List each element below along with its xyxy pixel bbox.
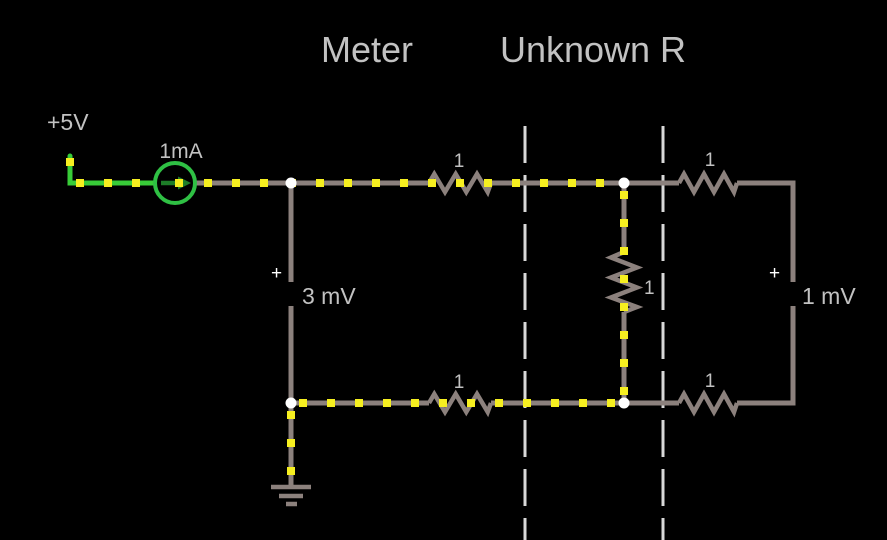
node-top-left[interactable] (285, 177, 297, 189)
resistor-bottom-meter[interactable] (427, 389, 494, 418)
title-meter: Meter (321, 29, 413, 70)
current-source[interactable] (153, 161, 197, 205)
label-resistor-top-unknown: 1 (705, 150, 716, 171)
node-top-middle[interactable] (618, 177, 630, 189)
label-resistor-bottom-unknown: 1 (705, 371, 716, 392)
node-bottom-middle[interactable] (618, 397, 630, 409)
label-supply-voltage: +5V (47, 109, 89, 135)
current-dot-source-tip (175, 179, 183, 187)
plus-sign-unknown: + (769, 263, 780, 284)
label-unknown-voltage: 1 mV (802, 283, 856, 309)
current-dot-supply-post (66, 158, 74, 166)
title-unknown-r: Unknown R (500, 29, 686, 70)
ground-symbol[interactable] (271, 484, 311, 507)
label-resistor-top-meter: 1 (454, 151, 465, 172)
wire-top-rail-right-corner[interactable] (737, 180, 796, 282)
resistor-bottom-unknown[interactable] (677, 389, 740, 418)
label-resistor-bottom-meter: 1 (454, 372, 465, 393)
label-meter-voltage: 3 mV (302, 283, 356, 309)
resistor-top-unknown[interactable] (677, 169, 740, 198)
wire-supply-energized[interactable] (67, 153, 158, 186)
label-current-source: 1mA (159, 140, 202, 163)
node-bottom-left[interactable] (285, 397, 297, 409)
wire-bottom-rail-right-corner[interactable] (737, 306, 796, 406)
label-resistor-middle: 1 (644, 278, 655, 299)
plus-sign-meter: + (271, 263, 282, 284)
